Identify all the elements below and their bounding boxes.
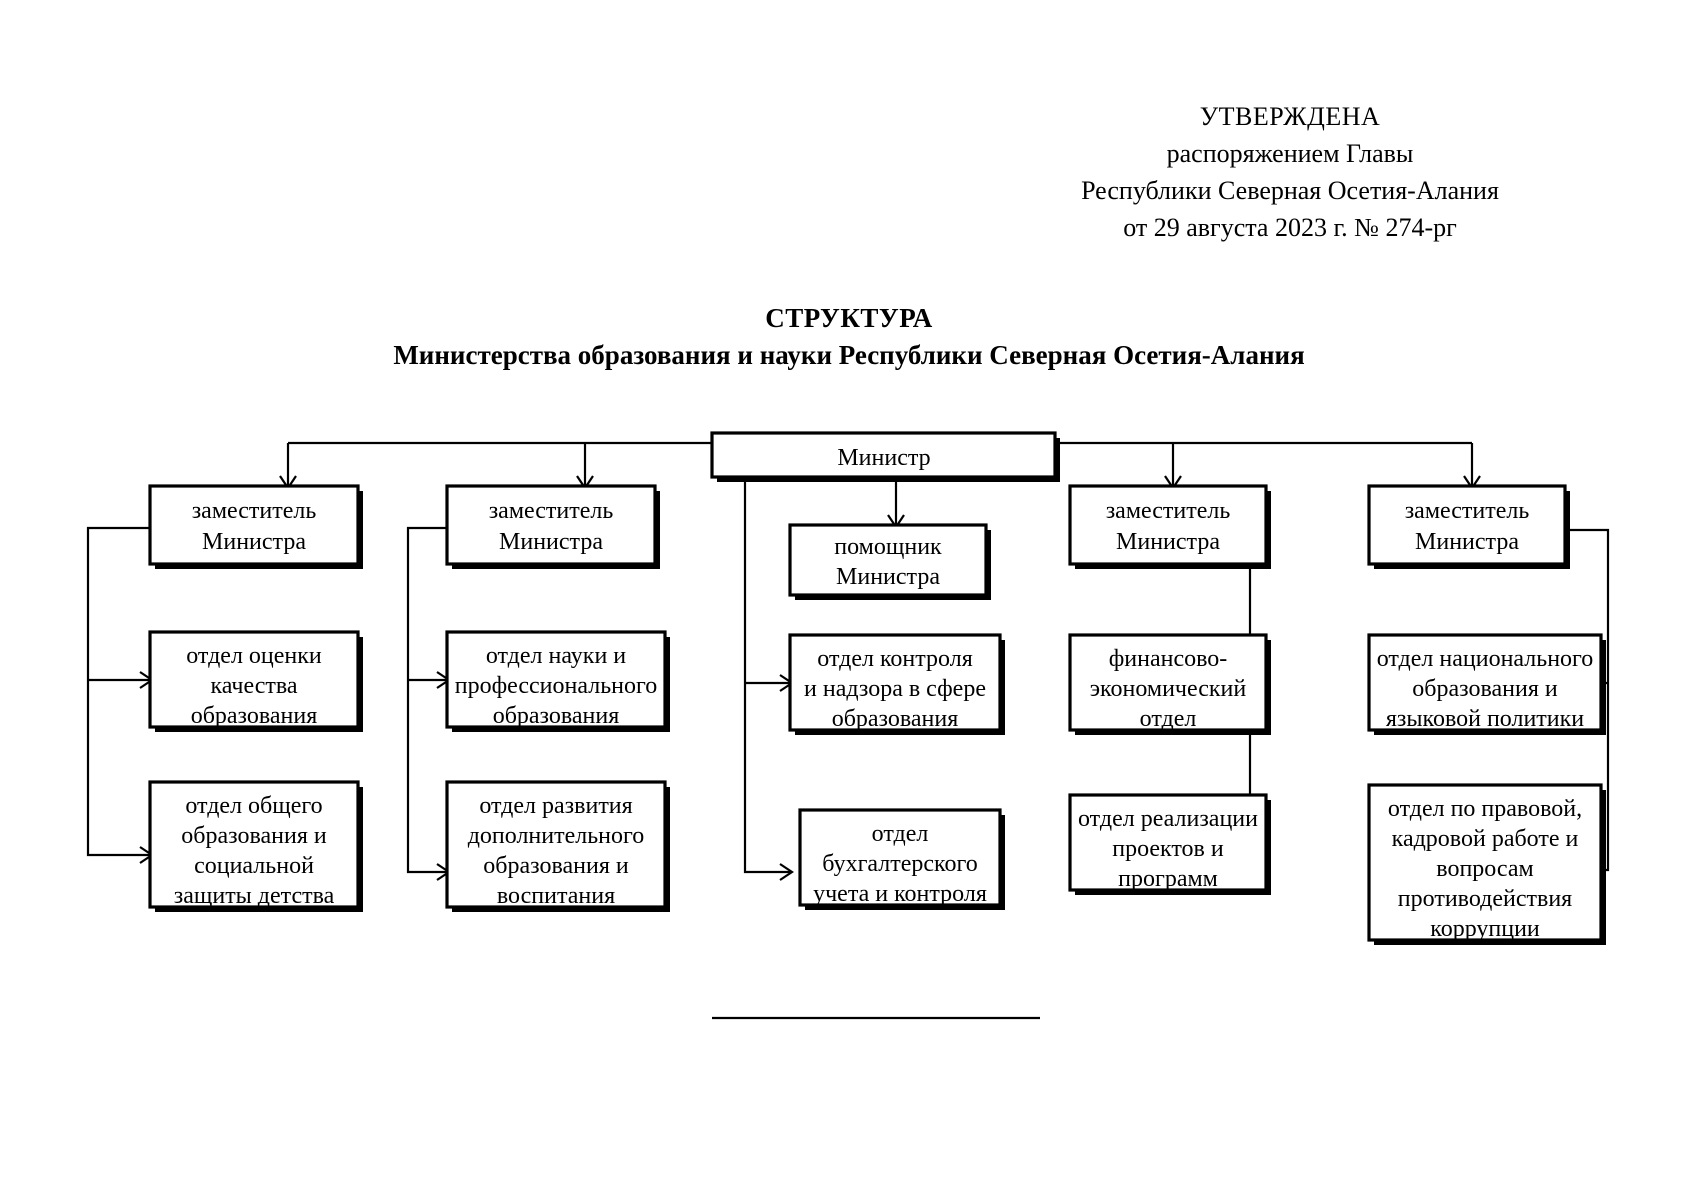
node-assistant-line-2: Министра (836, 564, 940, 590)
node-unit-2-2-box (445, 780, 667, 909)
title-main: СТРУКТУРА (765, 303, 933, 333)
node-unit-3-1[interactable]: отдел контроля и надзора в сфере образов… (788, 633, 1005, 735)
node-unit-5-1-line-2: образования и (1412, 676, 1558, 702)
node-unit-2-2[interactable]: отдел развития дополнительного образован… (445, 780, 670, 912)
node-unit-4-1-line-2: экономический (1090, 676, 1247, 702)
node-unit-1-1-line-3: образования (191, 703, 318, 729)
node-unit-3-1-line-1: отдел контроля (817, 646, 972, 672)
node-unit-4-1-line-1: финансово- (1109, 646, 1228, 672)
node-minister-label: Министр (837, 445, 930, 471)
node-unit-4-2-box (1068, 793, 1268, 892)
node-deputy-4[interactable]: заместитель Министра (1367, 484, 1570, 569)
node-deputy-3-box (1068, 484, 1268, 566)
node-unit-1-2-line-4: защиты детства (174, 883, 335, 909)
node-unit-2-1-line-3: образования (493, 703, 620, 729)
node-unit-3-2-line-3: учета и контроля (813, 881, 987, 907)
node-unit-1-1[interactable]: отдел оценки качества образования (148, 630, 363, 732)
node-deputy-4-box (1367, 484, 1567, 566)
node-unit-3-1-line-2: и надзора в сфере (804, 676, 986, 702)
node-unit-4-1-box (1068, 633, 1268, 732)
node-unit-3-2-line-2: бухгалтерского (822, 851, 977, 877)
node-unit-2-2-line-2: дополнительного (468, 823, 645, 849)
node-deputy-2[interactable]: заместитель Министра (445, 484, 660, 569)
node-deputy-3-line-1: заместитель (1106, 498, 1231, 524)
node-deputy-2-line-1: заместитель (489, 498, 614, 524)
node-deputy-1-box (148, 484, 360, 566)
node-unit-1-2-box (148, 780, 360, 909)
node-unit-4-2-line-2: проектов и (1112, 836, 1224, 862)
node-unit-1-2-line-1: отдел общего (185, 793, 322, 819)
node-unit-1-2-line-2: образования и (181, 823, 327, 849)
node-deputy-1[interactable]: заместитель Министра (148, 484, 363, 569)
node-unit-4-2[interactable]: отдел реализации проектов и программ (1068, 793, 1271, 895)
node-unit-2-1-box (445, 630, 667, 729)
node-deputy-2-line-2: Министра (499, 529, 603, 555)
node-unit-2-2-line-4: воспитания (497, 883, 615, 909)
node-unit-2-1[interactable]: отдел науки и профессионального образова… (445, 630, 670, 732)
node-unit-4-2-line-1: отдел реализации (1078, 806, 1258, 832)
approval-line-3: Республики Северная Осетия-Алания (1081, 176, 1499, 205)
node-deputy-4-line-2: Министра (1415, 529, 1519, 555)
page-title: СТРУКТУРА Министерства образования и нау… (0, 300, 1698, 374)
node-unit-1-2-line-3: социальной (194, 853, 314, 879)
node-unit-5-2-line-5: коррупции (1430, 916, 1540, 942)
node-unit-5-1-line-1: отдел национального (1377, 646, 1594, 672)
node-unit-5-1-box (1367, 633, 1603, 732)
node-deputy-4-line-1: заместитель (1405, 498, 1530, 524)
node-unit-3-1-line-3: образования (832, 706, 959, 732)
node-unit-5-1[interactable]: отдел национального образования и языков… (1367, 633, 1606, 735)
node-unit-4-2-line-3: программ (1118, 866, 1218, 892)
node-deputy-1-line-1: заместитель (192, 498, 317, 524)
node-unit-5-2[interactable]: отдел по правовой, кадровой работе и воп… (1367, 783, 1606, 945)
node-deputy-2-box (445, 484, 657, 566)
node-unit-3-2-box (798, 808, 1002, 907)
arrow-col-3-unit-2 (779, 863, 794, 881)
node-unit-1-2[interactable]: отдел общего образования и социальной за… (148, 780, 363, 912)
node-unit-5-1-line-3: языковой политики (1386, 706, 1584, 732)
node-minister[interactable]: Министр (710, 431, 1060, 482)
node-assistant-line-1: помощник (834, 534, 942, 560)
node-unit-5-2-line-3: вопросам (1436, 856, 1533, 882)
node-unit-3-2-line-1: отдел (872, 821, 929, 847)
node-unit-1-1-box (148, 630, 360, 729)
node-unit-2-1-line-1: отдел науки и (486, 643, 626, 669)
title-sub: Министерства образования и науки Республ… (393, 340, 1305, 370)
approval-line-1: УТВЕРЖДЕНА (1199, 102, 1381, 131)
approval-line-4: от 29 августа 2023 г. № 274-рг (1123, 213, 1457, 242)
node-assistant-box (788, 523, 988, 597)
node-unit-3-1-box (788, 633, 1002, 732)
node-unit-2-2-line-1: отдел развития (479, 793, 632, 819)
node-deputy-3-line-2: Министра (1116, 529, 1220, 555)
spine-col-1 (86, 526, 150, 857)
node-unit-5-2-box (1367, 783, 1603, 942)
node-deputy-1-line-2: Министра (202, 529, 306, 555)
node-unit-4-1[interactable]: финансово- экономический отдел (1068, 633, 1271, 735)
approval-block: УТВЕРЖДЕНА распоряжением Главы Республик… (1020, 98, 1560, 246)
node-unit-5-2-line-2: кадровой работе и (1392, 826, 1579, 852)
node-assistant[interactable]: помощник Министра (788, 523, 991, 600)
node-unit-4-1-line-3: отдел (1140, 706, 1197, 732)
node-unit-3-2[interactable]: отдел бухгалтерского учета и контроля (798, 808, 1005, 910)
node-unit-1-1-line-1: отдел оценки (186, 643, 322, 669)
node-unit-1-1-line-2: качества (210, 673, 297, 699)
node-unit-5-2-line-1: отдел по правовой, (1388, 796, 1582, 822)
node-unit-5-2-line-4: противодействия (1398, 886, 1572, 912)
approval-line-2: распоряжением Главы (1166, 139, 1414, 168)
spine-col-3 (743, 478, 790, 874)
node-unit-2-2-line-3: образования и (483, 853, 629, 879)
node-unit-2-1-line-2: профессионального (455, 673, 658, 699)
node-minister-box (710, 431, 1057, 479)
spine-col-2 (406, 526, 447, 874)
node-deputy-3[interactable]: заместитель Министра (1068, 484, 1271, 569)
